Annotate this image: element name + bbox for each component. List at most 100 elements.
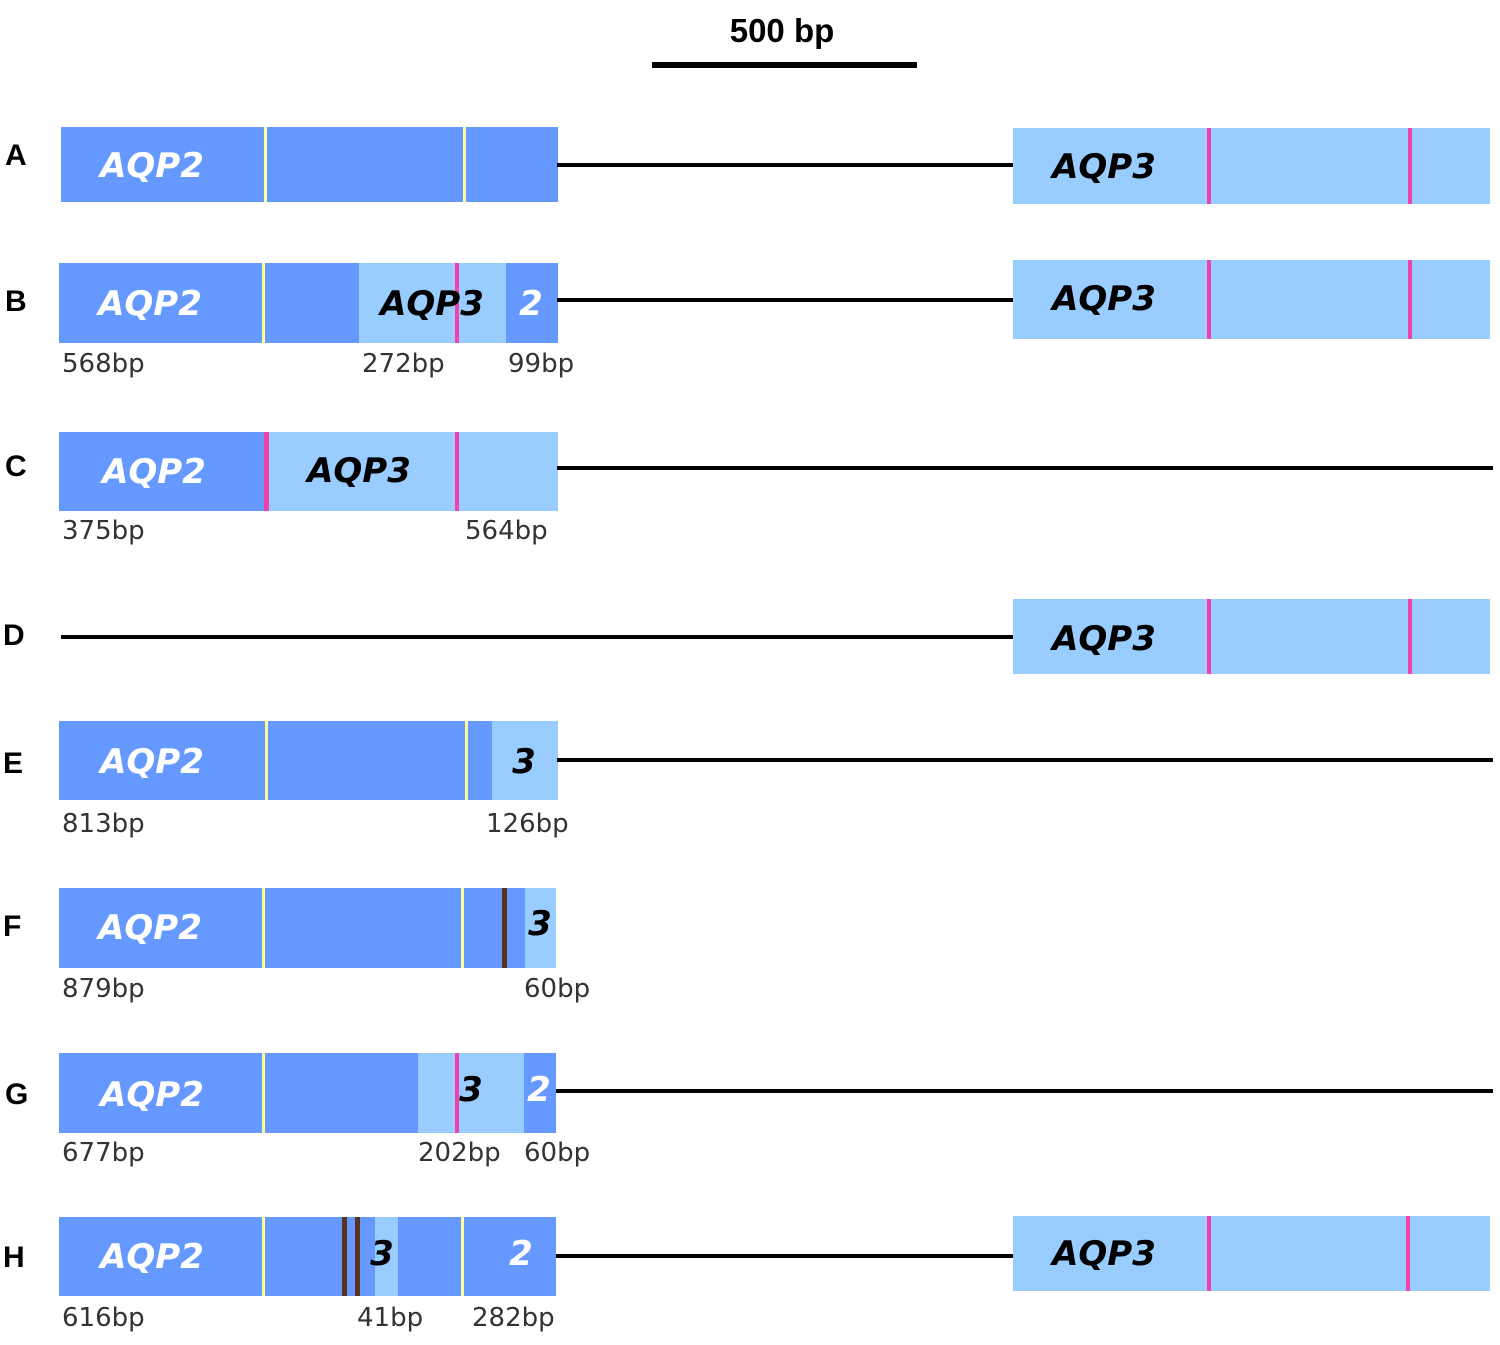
aqp2-gene-label: AQP2 (97, 1237, 204, 1277)
scale-bar: 500 bp (652, 12, 917, 68)
aqp2-marker (461, 888, 464, 968)
row-label: F (3, 910, 21, 943)
construct-row-c: C AQP2 AQP3 375bp 564bp (5, 432, 1493, 546)
length-label: 564bp (465, 516, 548, 546)
aqp3-marker (1406, 1216, 1410, 1291)
row-label: C (5, 450, 27, 483)
aqp2-segment (59, 1217, 556, 1296)
aqp3-marker (455, 263, 459, 343)
aqp3-short-label: 3 (512, 742, 536, 782)
aqp3-marker (264, 432, 269, 511)
aqp3-marker (1408, 260, 1412, 339)
aqp3-gene-label: AQP3 (1049, 147, 1156, 187)
construct-row-a: A AQP2 AQP3 (5, 127, 1490, 204)
aqp2-marker (262, 1053, 265, 1133)
row-label: A (5, 139, 27, 172)
aqp3-marker (1408, 599, 1412, 674)
aqp3-segment (1013, 1216, 1490, 1291)
aqp2-short-label: 2 (519, 284, 543, 324)
aqp2-marker (262, 1217, 265, 1296)
aqp2-segment (59, 263, 359, 343)
construct-row-h: H AQP2 3 2 AQP3 616bp 41bp 282bp (3, 1216, 1490, 1333)
aqp3-segment (375, 1217, 398, 1296)
aqp2-marker (264, 127, 267, 202)
aqp3-marker (1408, 128, 1412, 204)
row-label: H (3, 1241, 25, 1274)
aqp3-marker (1207, 599, 1211, 674)
intergenic-line (557, 298, 1013, 302)
intergenic-line (557, 758, 1493, 762)
row-label: E (3, 747, 23, 780)
aqp2-segment (59, 432, 264, 511)
aqp3-segment (264, 432, 558, 511)
aqp2-gene-label: AQP2 (97, 1075, 204, 1115)
construct-row-e: E AQP2 3 813bp 126bp (3, 721, 1493, 839)
length-label: 375bp (62, 516, 145, 546)
row-label: D (3, 619, 25, 652)
length-label: 60bp (524, 974, 590, 1004)
aqp3-marker (455, 432, 459, 511)
length-label: 813bp (62, 809, 145, 839)
aqp3-gene-label: AQP3 (1049, 1234, 1156, 1274)
intergenic-line (557, 466, 1493, 470)
aqp3-marker (1207, 1216, 1211, 1291)
dark-marker (355, 1217, 360, 1296)
aqp2-gene-label: AQP2 (95, 284, 202, 324)
aqp3-segment (525, 888, 556, 968)
aqp3-short-label: 3 (459, 1070, 483, 1110)
length-label: 272bp (362, 349, 445, 379)
aqp3-segment (492, 721, 558, 800)
aqp2-gene-label: AQP2 (97, 146, 204, 186)
construct-row-g: G AQP2 3 2 677bp 202bp 60bp (5, 1053, 1493, 1168)
construct-row-b: B AQP2 AQP3 2 AQP3 568bp 272bp 99bp (5, 260, 1490, 379)
construct-row-f: F AQP2 3 879bp 60bp (3, 888, 590, 1004)
aqp2-segment (59, 1053, 418, 1133)
intergenic-line (61, 635, 1013, 639)
length-label: 202bp (418, 1138, 501, 1168)
dark-marker (502, 888, 507, 968)
length-label: 41bp (357, 1303, 423, 1333)
length-label: 568bp (62, 349, 145, 379)
aqp2-gene-label: AQP2 (99, 452, 206, 492)
aqp2-marker (262, 888, 265, 968)
aqp2-marker (461, 1217, 464, 1296)
length-label: 616bp (62, 1303, 145, 1333)
aqp2-segment (506, 263, 558, 343)
aqp2-segment (61, 127, 558, 202)
aqp2-marker (465, 721, 468, 800)
aqp3-gene-label: AQP3 (1049, 279, 1156, 319)
aqp3-marker (1207, 260, 1211, 339)
aqp2-short-label: 2 (527, 1070, 551, 1110)
aqp3-segment (359, 263, 506, 343)
length-label: 126bp (486, 809, 569, 839)
aqp3-gene-label: AQP3 (1049, 619, 1156, 659)
aqp2-marker (265, 721, 268, 800)
aqp3-short-label: 3 (370, 1234, 394, 1274)
aqp2-marker (262, 263, 265, 343)
aqp2-short-label: 2 (509, 1234, 533, 1274)
length-label: 879bp (62, 974, 145, 1004)
construct-row-d: D AQP3 (3, 599, 1490, 674)
scale-bar-line (652, 62, 917, 68)
aqp2-gene-label: AQP2 (97, 742, 204, 782)
aqp3-gene-label: AQP3 (377, 284, 484, 324)
aqp3-marker (1207, 128, 1211, 204)
intergenic-line (557, 163, 1013, 167)
aqp3-segment (418, 1053, 524, 1133)
length-label: 282bp (472, 1303, 555, 1333)
row-label: G (5, 1078, 28, 1111)
aqp3-short-label: 3 (528, 904, 552, 944)
scale-bar-label: 500 bp (730, 12, 835, 49)
dark-marker (342, 1217, 347, 1296)
aqp2-marker (463, 127, 466, 202)
aqp3-gene-label: AQP3 (304, 451, 411, 491)
length-label: 99bp (508, 349, 574, 379)
row-label: B (5, 285, 27, 318)
aqp2-segment (59, 888, 525, 968)
intergenic-line (556, 1254, 1013, 1258)
aqp2-segment (59, 721, 492, 800)
aqp3-marker (455, 1053, 459, 1133)
length-label: 677bp (62, 1138, 145, 1168)
